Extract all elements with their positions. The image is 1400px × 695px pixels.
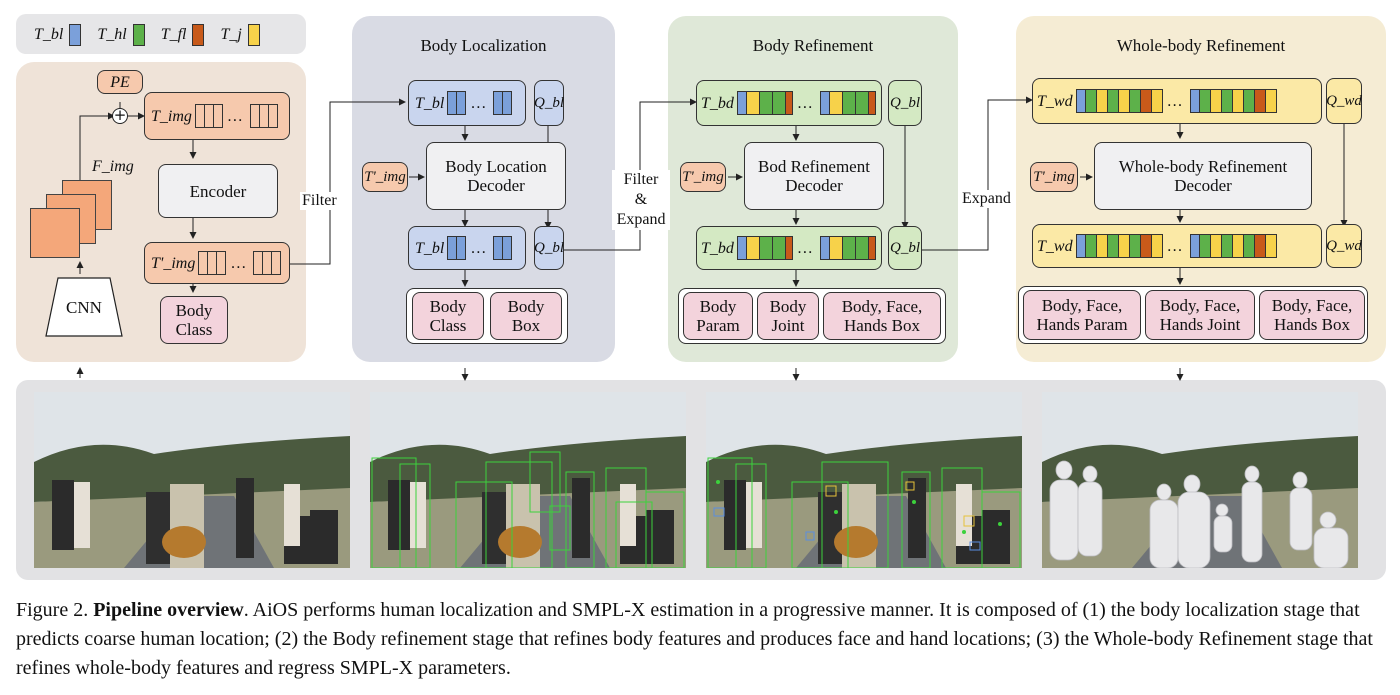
stage2-t-bd-label-out: T_bd (701, 239, 734, 257)
legend-swatch-t-j (247, 24, 260, 46)
legend: T_bl T_hl T_fl T_j (34, 22, 304, 48)
stage3-t-wd-row-out: T_wd … (1032, 224, 1322, 268)
stage3-output-bfh-box: Body, Face, Hands Box (1259, 290, 1365, 340)
body-refinement-result-photo (706, 392, 1022, 568)
legend-label-t-j: T_j (220, 26, 242, 43)
stage1-t-bl-label-in: T_bl (415, 94, 445, 112)
stage3-t-wd-label-in: T_wd (1037, 92, 1073, 110)
stage3-output-bfh-joint: Body, Face, Hands Joint (1145, 290, 1255, 340)
cnn-trapezoid (45, 277, 123, 337)
stage2-q-bl-in: Q_bl (888, 80, 922, 126)
legend-label-t-bl: T_bl (34, 26, 64, 43)
input-photo (34, 392, 350, 568)
stage2-output-body-joint: Body Joint (757, 292, 819, 340)
stage3-q-wd-in: Q_wd (1326, 78, 1362, 124)
stage1-t-img-prime: T'_img (362, 162, 408, 192)
stage2-output-bfh-box: Body, Face, Hands Box (823, 292, 941, 340)
caption-figure-label: Figure 2. (16, 599, 89, 621)
stage2-t-bd-label-in: T_bd (701, 94, 734, 112)
t-img-label: T_img (151, 107, 192, 125)
stage3-title: Whole-body Refinement (1116, 36, 1286, 55)
feature-map-stack-icon (30, 180, 116, 260)
stage2-q-bl-out: Q_bl (888, 226, 922, 270)
encoder-block: Encoder (158, 164, 278, 218)
t-img-prime-token-row: T'_img … (144, 242, 290, 284)
stage2-t-bd-row-in: T_bd … (696, 80, 882, 126)
body-location-decoder: Body Location Decoder (426, 142, 566, 210)
stage3-t-img-prime: T'_img (1030, 162, 1078, 192)
stage1-t-bl-label-out: T_bl (415, 239, 445, 257)
pe-box: PE (97, 70, 143, 94)
stage2-output-body-param: Body Param (683, 292, 753, 340)
legend-swatch-t-fl (192, 24, 205, 46)
stage2-t-img-prime: T'_img (680, 162, 726, 192)
f-img-label: F_img (92, 158, 134, 175)
stage3-q-wd-out: Q_wd (1326, 224, 1362, 268)
legend-label-t-fl: T_fl (160, 26, 187, 43)
stage3-t-wd-label-out: T_wd (1037, 237, 1073, 255)
plus-circle-icon: + (112, 106, 128, 124)
caption-heading: Pipeline overview (93, 599, 244, 621)
stage1-t-bl-row-out: T_bl … (408, 226, 526, 270)
t-img-token-row: T_img … (144, 92, 290, 140)
stage1-output-body-box: Body Box (490, 292, 562, 340)
t-img-prime-label: T'_img (151, 254, 196, 272)
body-refinement-decoder: Bod Refinement Decoder (744, 142, 884, 210)
legend-label-t-hl: T_hl (97, 26, 127, 43)
legend-swatch-t-hl (132, 24, 145, 46)
stage1-t-bl-row-in: T_bl … (408, 80, 526, 126)
stage1-q-bl-out: Q_bl (534, 226, 564, 270)
stage1-title: Body Localization (420, 36, 547, 55)
stage2-title: Body Refinement (752, 36, 874, 55)
filter-expand-label: Filter & Expand (612, 170, 670, 230)
caption-text: . AiOS performs human localization and S… (16, 599, 1373, 679)
stage3-output-bfh-param: Body, Face, Hands Param (1023, 290, 1141, 340)
stage3-t-wd-row-in: T_wd … (1032, 78, 1322, 124)
cnn-label: CNN (66, 298, 102, 317)
stage2-t-bd-row-out: T_bd … (696, 226, 882, 270)
stage1-q-bl-in: Q_bl (534, 80, 564, 126)
whole-body-refinement-decoder: Whole-body Refinement Decoder (1094, 142, 1312, 210)
legend-swatch-t-bl (69, 24, 82, 46)
localization-result-photo (370, 392, 686, 568)
stage1-output-body-class: Body Class (412, 292, 484, 340)
expand-label: Expand (960, 190, 1013, 208)
figure-caption: Figure 2. Pipeline overview. AiOS perfor… (16, 596, 1388, 683)
whole-body-mesh-result-photo (1042, 392, 1358, 568)
filter-label: Filter (300, 192, 339, 210)
backbone-body-class-box: Body Class (160, 296, 228, 344)
